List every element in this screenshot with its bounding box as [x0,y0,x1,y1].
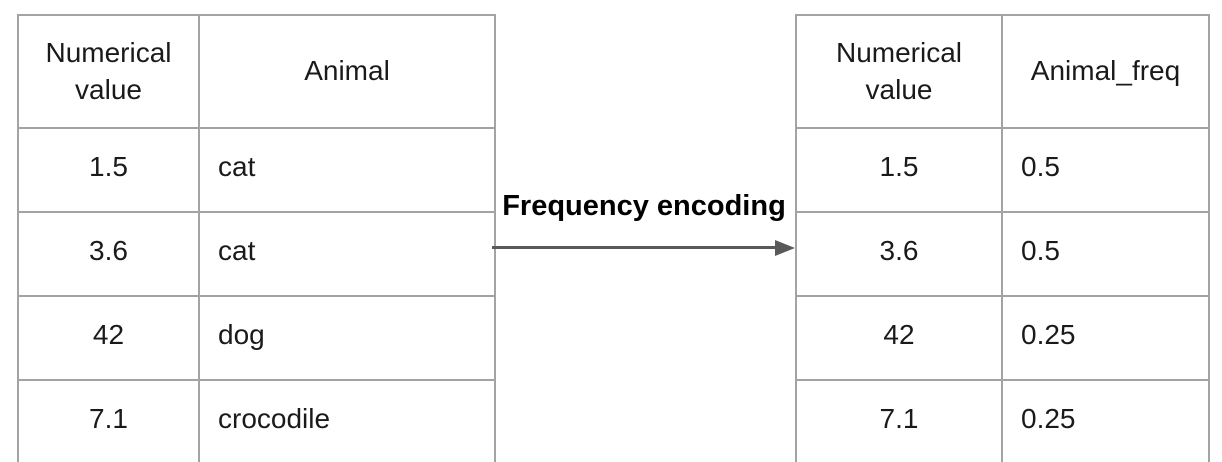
right-table-header-animal-freq: Animal_freq [1001,14,1210,129]
table-cell: 7.1 [17,379,200,462]
table-cell: 0.5 [1001,211,1210,297]
frequency-encoding-label: Frequency encoding [502,190,786,222]
table-cell: cat [198,211,496,297]
table-cell: 1.5 [17,127,200,213]
table-cell: 3.6 [17,211,200,297]
table-cell: 3.6 [795,211,1003,297]
arrow-head-icon [775,240,795,256]
table-cell: 0.25 [1001,379,1210,462]
table-row: 42 dog [17,295,496,381]
right-table: Numerical value Animal_freq 1.5 0.5 3.6 … [795,14,1210,462]
table-cell: 42 [795,295,1003,381]
table-cell: crocodile [198,379,496,462]
table-row: 3.6 cat [17,211,496,297]
table-cell: 0.5 [1001,127,1210,213]
table-cell: 0.25 [1001,295,1210,381]
table-row: 1.5 cat [17,127,496,213]
table-cell: 7.1 [795,379,1003,462]
table-row: 1.5 0.5 [795,127,1210,213]
table-cell: dog [198,295,496,381]
table-row: 3.6 0.5 [795,211,1210,297]
table-row: 7.1 0.25 [795,379,1210,462]
left-table-header-numerical-value: Numerical value [17,14,200,129]
table-header-row: Numerical value Animal [17,14,496,129]
left-table: Numerical value Animal 1.5 cat 3.6 cat 4… [17,14,496,462]
table-cell: 1.5 [795,127,1003,213]
table-row: 7.1 crocodile [17,379,496,462]
table-row: 42 0.25 [795,295,1210,381]
table-cell: 42 [17,295,200,381]
arrow-line [492,246,777,249]
right-table-header-numerical-value: Numerical value [795,14,1003,129]
table-header-row: Numerical value Animal_freq [795,14,1210,129]
table-cell: cat [198,127,496,213]
left-table-header-animal: Animal [198,14,496,129]
